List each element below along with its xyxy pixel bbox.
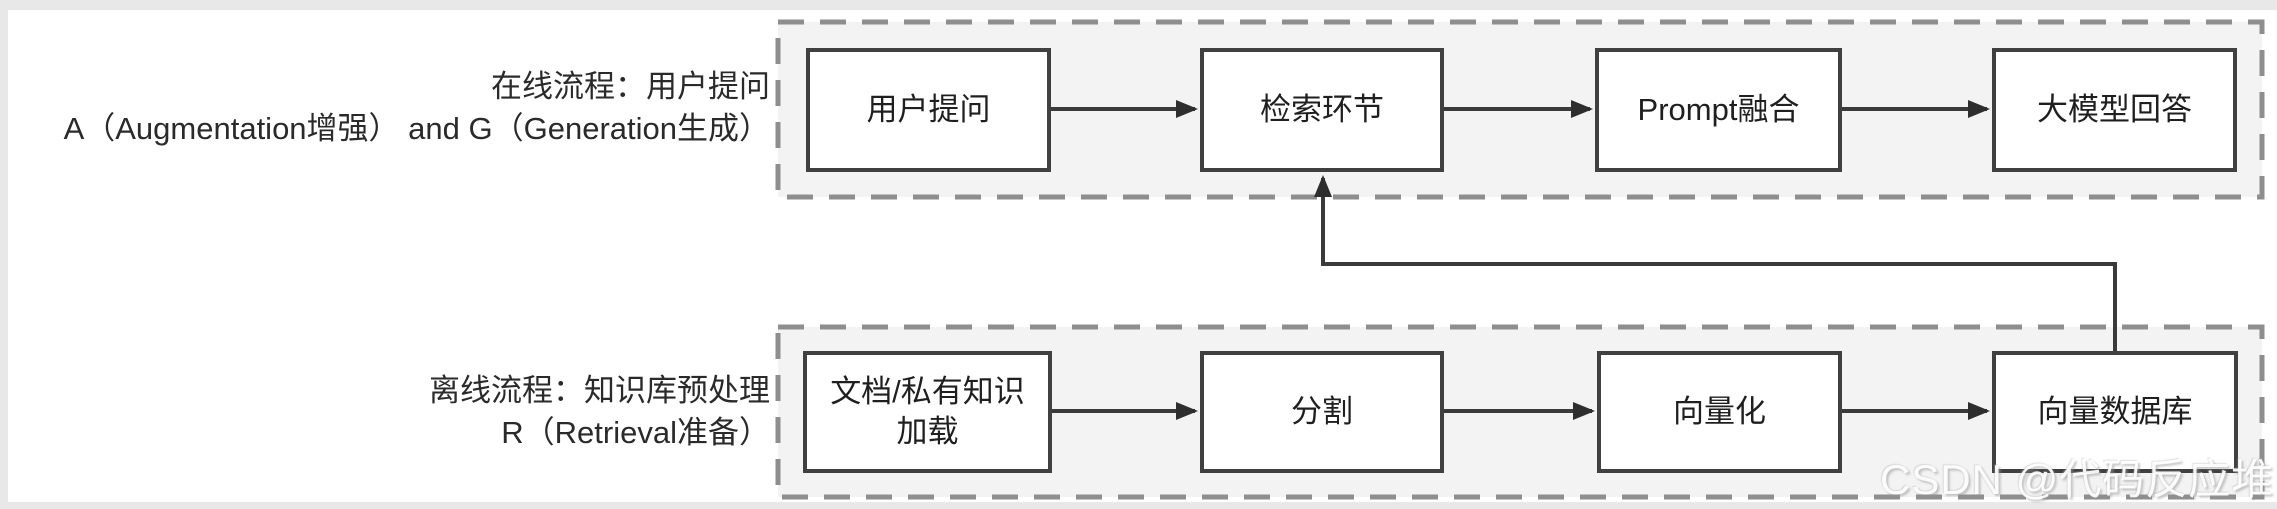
frame-left-strip [0, 0, 8, 509]
node-splitting-label: 分割 [1291, 394, 1353, 429]
node-retrieval: 检索环节 [1200, 48, 1444, 172]
node-splitting: 分割 [1200, 351, 1444, 473]
node-retrieval-label: 检索环节 [1260, 92, 1384, 127]
node-llm-answer: 大模型回答 [1992, 48, 2237, 172]
node-doc-loading: 文档/私有知识 加载 [803, 351, 1052, 473]
offline-flow-label: 离线流程：知识库预处理 R（Retrieval准备） [10, 370, 770, 454]
node-prompt-fusion: Prompt融合 [1595, 48, 1842, 172]
node-llm-answer-label: 大模型回答 [2037, 92, 2192, 127]
node-vectorization-label: 向量化 [1673, 394, 1766, 429]
online-flow-label-line1: 在线流程：用户提问 [491, 69, 770, 104]
node-prompt-fusion-label: Prompt融合 [1637, 92, 1800, 127]
node-vector-db-label: 向量数据库 [2037, 394, 2193, 429]
online-flow-label: 在线流程：用户提问 A（Augmentation增强） and G（Genera… [10, 66, 770, 150]
frame-bottom-strip [0, 502, 2277, 509]
node-user-question: 用户提问 [806, 48, 1051, 172]
online-flow-label-line2: A（Augmentation增强） and G（Generation生成） [63, 111, 770, 146]
offline-flow-label-line2: R（Retrieval准备） [501, 415, 770, 450]
node-doc-loading-label: 文档/私有知识 加载 [830, 374, 1025, 449]
offline-flow-label-line1: 离线流程：知识库预处理 [429, 373, 770, 408]
node-vectorization: 向量化 [1597, 351, 1842, 473]
frame-top-strip [0, 0, 2277, 10]
node-user-question-label: 用户提问 [866, 92, 991, 127]
node-vector-db: 向量数据库 [1992, 351, 2238, 473]
